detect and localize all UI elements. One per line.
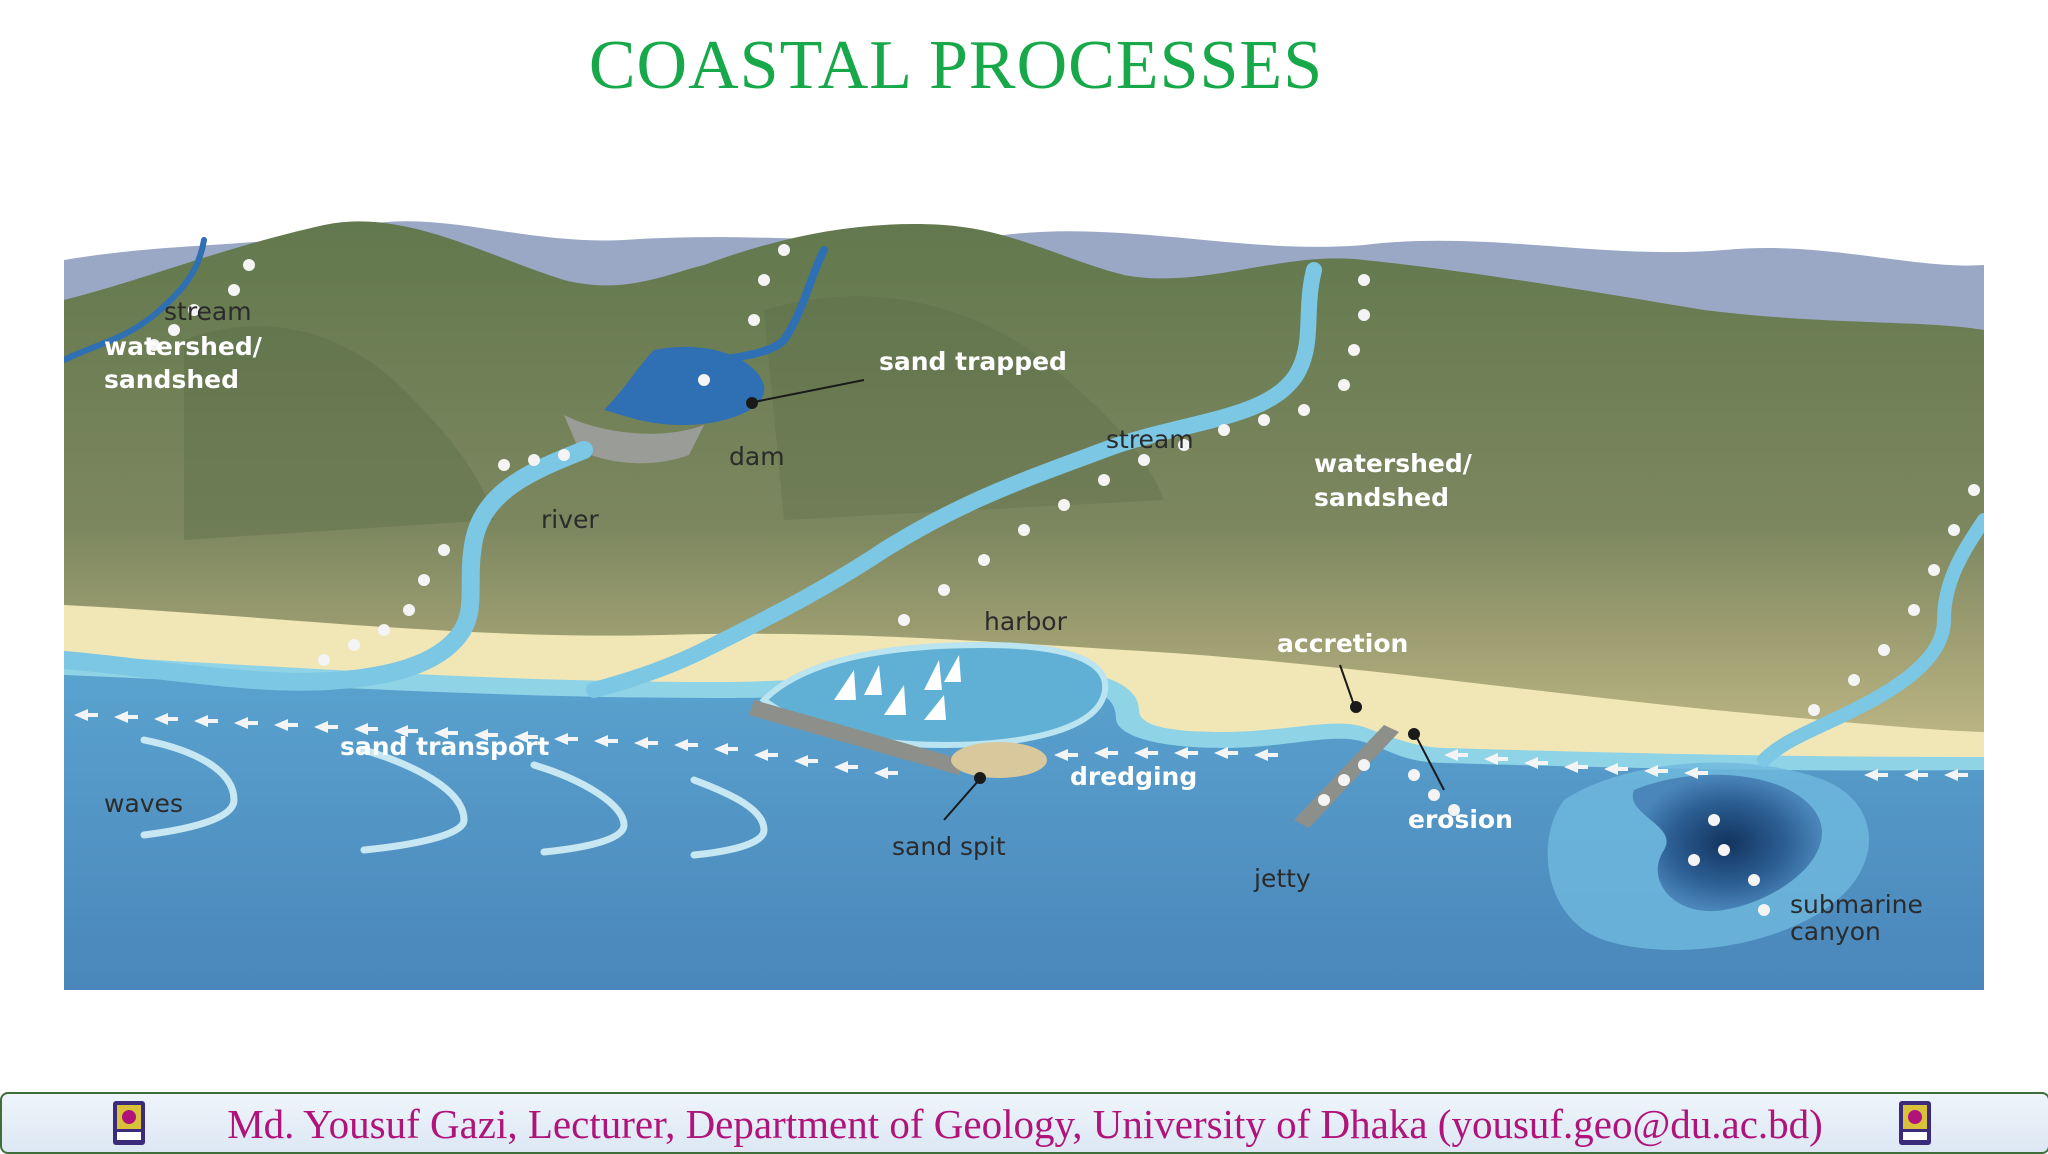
label-harbor: harbor [984, 607, 1068, 636]
sediment-arrows [74, 244, 1980, 916]
label-erosion: erosion [1408, 805, 1513, 834]
label-sand-transport: sand transport [340, 732, 549, 761]
label-watershed-left-2: sandshed [104, 365, 239, 394]
shallow-band [64, 655, 1984, 771]
label-river: river [541, 505, 599, 534]
boats [834, 655, 961, 720]
stream-mid [586, 262, 1322, 698]
label-dam: dam [729, 442, 785, 471]
label-stream-left: stream [164, 297, 252, 326]
label-watershed-left-1: watershed/ [104, 332, 263, 361]
leader-lines [746, 379, 1445, 821]
stream-right [1757, 513, 1984, 767]
coastal-arrows [74, 709, 1968, 781]
label-waves: waves [104, 789, 183, 818]
sea [64, 665, 1984, 990]
dam [564, 415, 704, 464]
watershed-arrows [148, 244, 1980, 916]
label-watershed-right-2: sandshed [1314, 483, 1449, 512]
submarine-canyon [1632, 774, 1822, 912]
label-stream-mid: stream [1106, 425, 1194, 454]
footer-credit: Md. Yousuf Gazi, Lecturer, Department of… [227, 1101, 1823, 1147]
label-sand-spit: sand spit [892, 832, 1006, 861]
reservoir [604, 346, 765, 425]
stream-upper [690, 246, 828, 374]
rivers [64, 237, 1984, 767]
coastal-processes-diagram: stream watershed/ sandshed sand trapped … [64, 221, 1984, 990]
hill-shadow [184, 326, 494, 540]
river [64, 441, 593, 691]
stream-left [64, 237, 207, 363]
breakwater [749, 700, 964, 775]
slide-footer: Md. Yousuf Gazi, Lecturer, Department of… [0, 1092, 2048, 1154]
label-jetty: jetty [1253, 864, 1311, 893]
sand-spit [951, 742, 1047, 778]
university-crest-icon [113, 1101, 145, 1145]
label-dredging: dredging [1070, 762, 1197, 791]
label-sand-trapped: sand trapped [879, 347, 1067, 376]
label-submarine-1: submarine [1790, 890, 1923, 919]
slide-title: COASTAL PROCESSES [588, 27, 1324, 104]
wave-crests [140, 736, 768, 859]
label-submarine-2: canyon [1790, 917, 1881, 946]
label-watershed-right-1: watershed/ [1314, 449, 1473, 478]
university-crest-icon [1899, 1101, 1931, 1145]
label-accretion: accretion [1277, 629, 1408, 658]
